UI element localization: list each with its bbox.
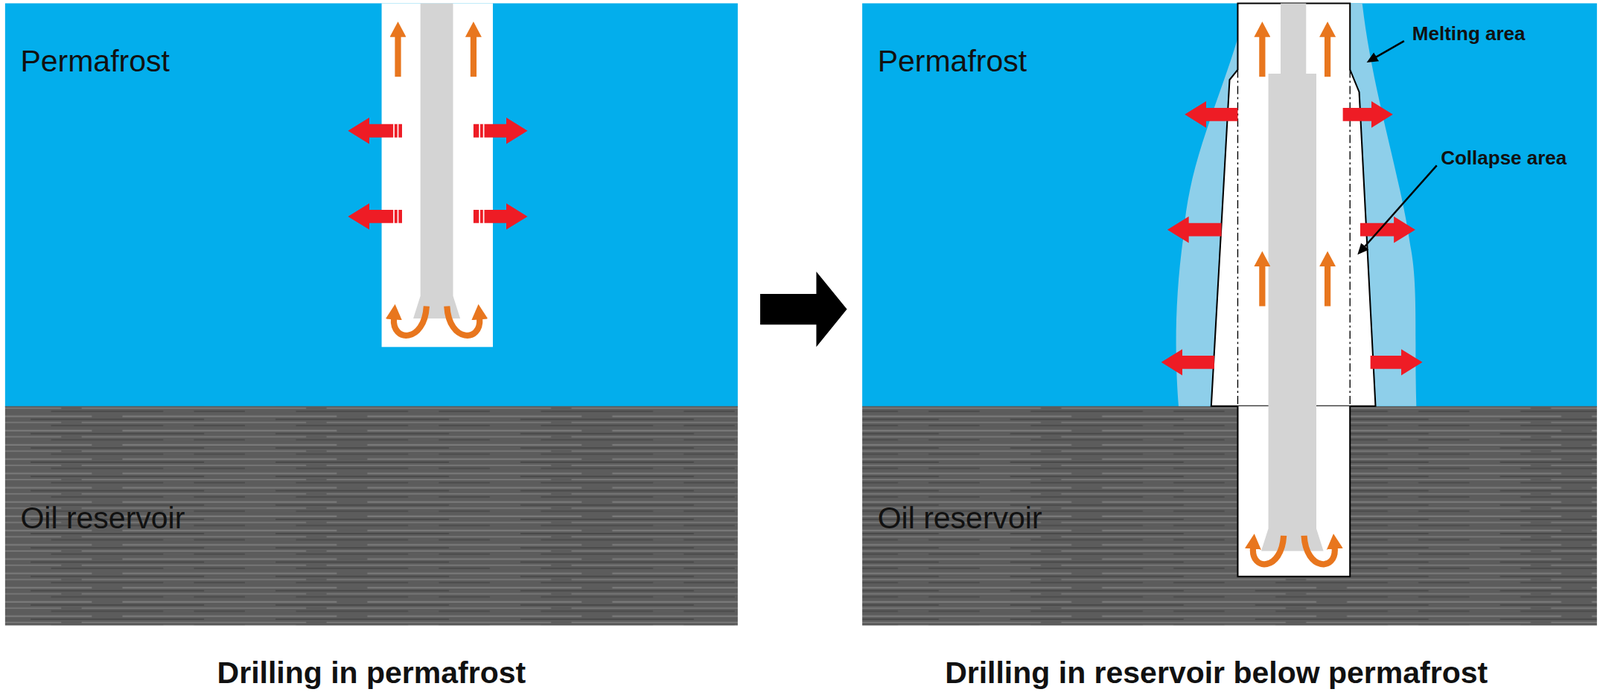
left-panel (5, 2, 738, 626)
layer-label: Permafrost (20, 44, 170, 79)
flow-arrows (393, 35, 480, 336)
permafrost-layer (5, 2, 738, 408)
layer-label: Permafrost (877, 44, 1028, 79)
layer-label: Oil reservoir (877, 501, 1043, 536)
drill-pipe (1261, 2, 1324, 551)
drill-pipe (413, 2, 461, 318)
layer-label: Oil reservoir (20, 501, 185, 536)
callout-label: Collapse area (1440, 147, 1567, 170)
panel-caption: Drilling in permafrost (217, 656, 527, 691)
transition-arrow (760, 271, 847, 347)
callout-label: Melting area (1412, 23, 1526, 45)
reservoir-layer (5, 406, 738, 627)
permafrost-layer (862, 2, 1598, 408)
borehole (381, 2, 493, 347)
flow-arrows (1253, 35, 1335, 565)
panel-caption: Drilling in reservoir below permafrost (944, 656, 1488, 691)
right-panel (862, 2, 1598, 626)
leader-arrows (1363, 40, 1437, 248)
heat-arrows (368, 131, 508, 217)
reservoir-layer (862, 406, 1598, 627)
arrow-stripes (393, 123, 484, 224)
heat-arrows (1181, 114, 1402, 363)
